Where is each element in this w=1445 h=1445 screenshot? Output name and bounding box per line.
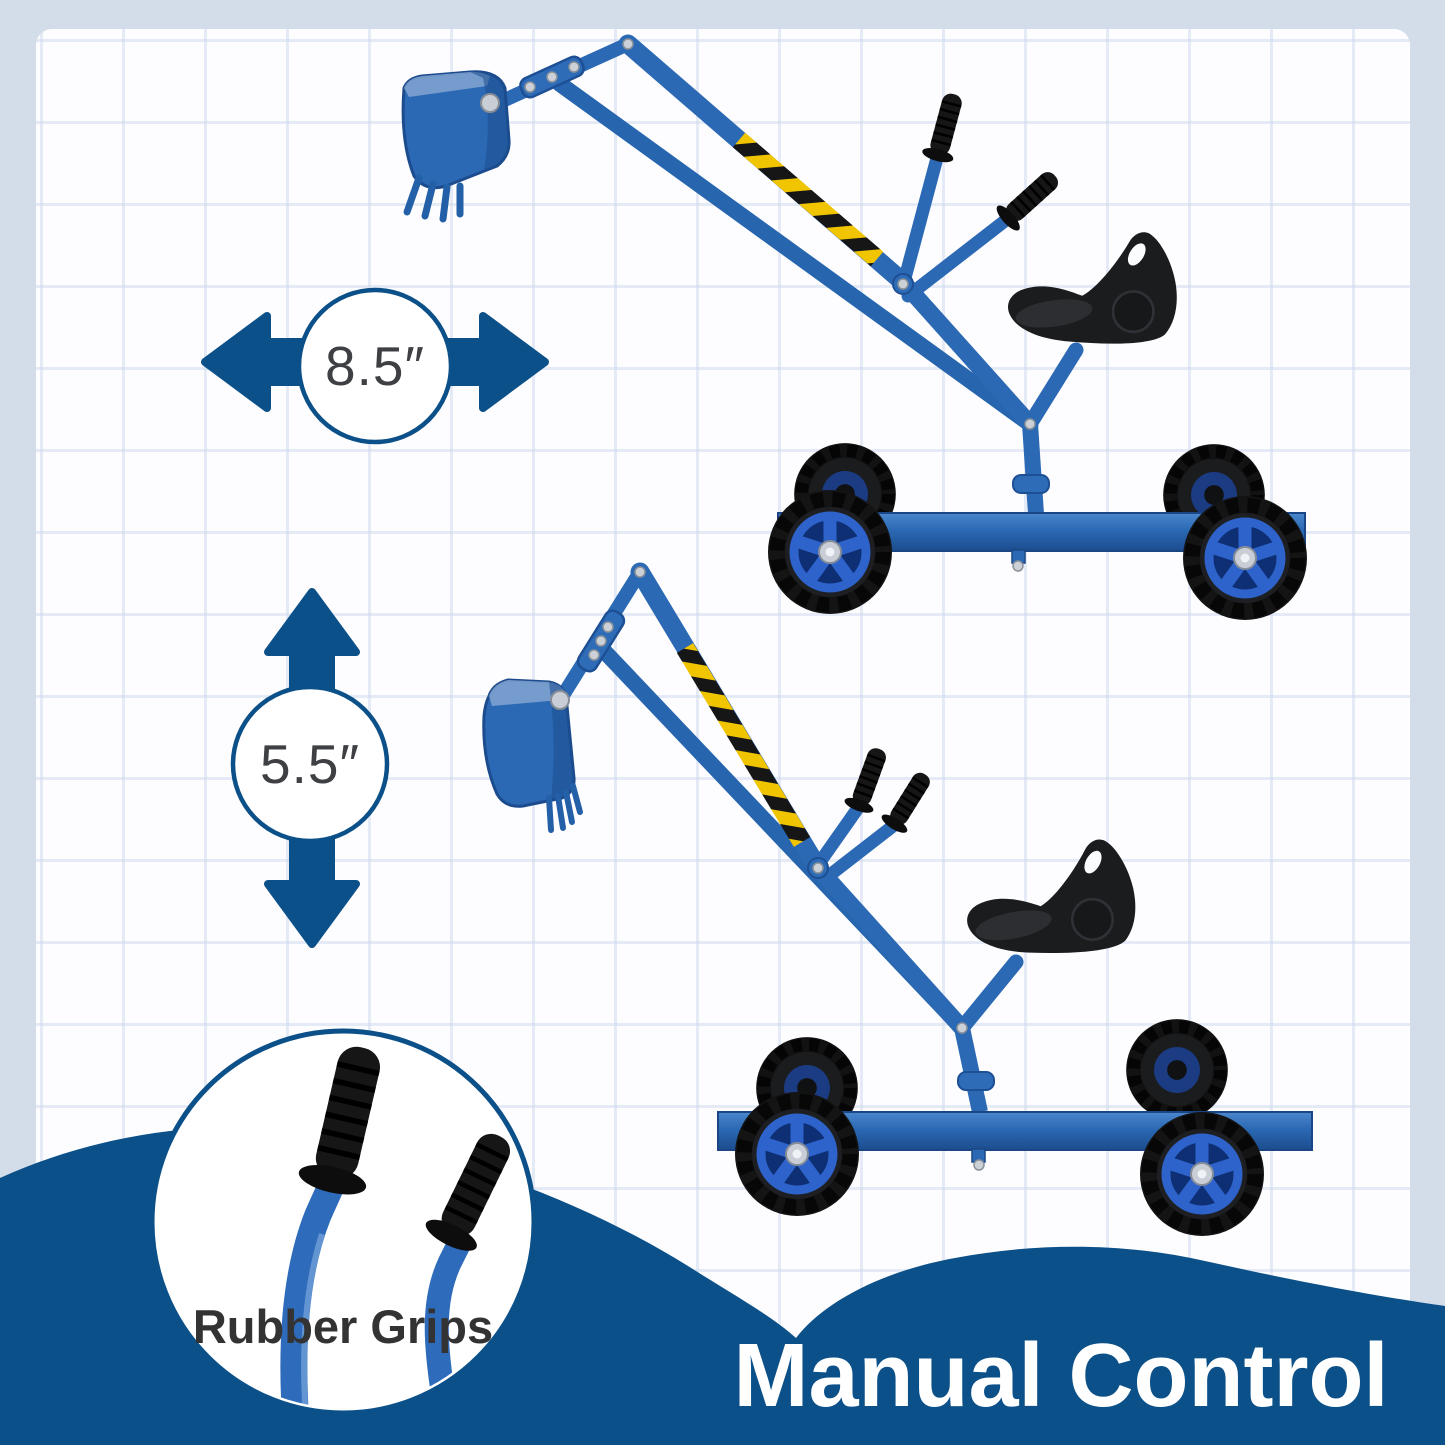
manual-control-caption: Manual Control <box>733 1326 1389 1426</box>
dimension-badge-circle <box>296 287 454 445</box>
rubber-grip-icon <box>919 88 971 167</box>
rear-side-wheel <box>1126 1019 1228 1121</box>
boom-arms <box>553 562 971 1037</box>
width-dimension-annotation <box>201 287 549 445</box>
control-levers <box>898 88 1068 303</box>
seat <box>1006 230 1179 345</box>
excavator-bottom-view <box>482 562 1313 1236</box>
front-side-wheel <box>1183 496 1307 620</box>
hazard-stripe-decal <box>732 132 884 267</box>
dimension-badge-circle <box>230 684 390 844</box>
digger-bucket <box>482 678 583 833</box>
boom-arms <box>480 34 1039 433</box>
excavator-top-view <box>401 34 1307 620</box>
seat <box>961 836 1139 960</box>
height-dimension-label: 5.5″ <box>260 733 360 795</box>
front-side-wheel <box>1140 1112 1264 1236</box>
front-side-wheel <box>735 1092 859 1216</box>
front-side-wheel <box>768 490 892 614</box>
rubber-grips-label: Rubber Grips <box>192 1300 494 1353</box>
digger-bucket <box>401 70 511 223</box>
height-dimension-annotation <box>230 588 390 948</box>
width-dimension-label: 8.5″ <box>325 335 425 397</box>
control-levers <box>813 742 939 885</box>
rubber-grips-inset <box>149 1028 537 1416</box>
hazard-stripe-decal <box>676 643 811 847</box>
rubber-grip-icon <box>841 742 895 818</box>
